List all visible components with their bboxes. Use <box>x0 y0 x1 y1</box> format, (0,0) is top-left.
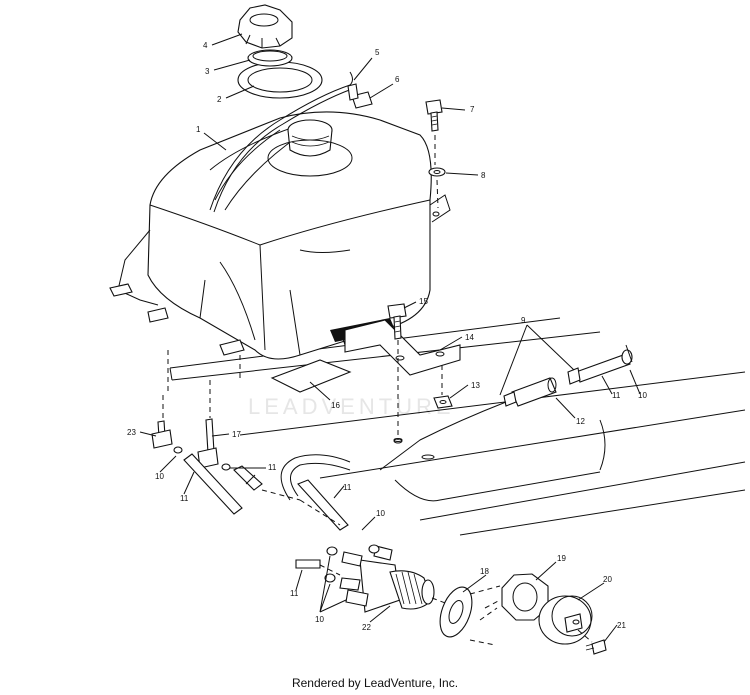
vent-fitting <box>347 83 373 109</box>
callout-2: 2 <box>217 95 222 104</box>
pad-16 <box>270 359 352 393</box>
callout-18: 18 <box>480 567 489 576</box>
washer-8 <box>428 167 446 209</box>
footer-credit: Rendered by LeadVenture, Inc. <box>291 676 459 690</box>
callout-9: 9 <box>521 316 526 325</box>
bolt-7 <box>425 99 443 165</box>
fuel-filter-12 <box>379 377 557 471</box>
callout-19: 19 <box>557 554 566 563</box>
hoses-11-left <box>183 453 351 569</box>
callout-22: 22 <box>362 623 371 632</box>
callout-7: 7 <box>470 105 475 114</box>
callout-4: 4 <box>203 41 208 50</box>
fuel-valve-22 <box>324 544 435 613</box>
hose-11-right <box>567 349 633 385</box>
callout-5: 5 <box>375 48 380 57</box>
callout-10: 10 <box>376 509 385 518</box>
callout-labels: 4 3 2 5 6 1 7 8 9 15 14 13 16 10 11 12 2… <box>127 41 647 632</box>
callout-3: 3 <box>205 67 210 76</box>
bracket-14 <box>344 319 461 376</box>
callout-11: 11 <box>180 494 189 503</box>
callout-11: 11 <box>343 483 352 492</box>
callout-20: 20 <box>603 575 612 584</box>
callout-8: 8 <box>481 171 486 180</box>
dash-links-right <box>469 607 498 646</box>
fitting-17 <box>197 380 231 471</box>
callout-16: 16 <box>331 401 340 410</box>
gas-cap-assembly <box>237 4 323 99</box>
callout-11: 11 <box>290 589 299 598</box>
fuel-tank <box>109 71 451 360</box>
leader-lines <box>139 33 641 643</box>
callout-6: 6 <box>395 75 400 84</box>
callout-13: 13 <box>471 381 480 390</box>
gasket-18 <box>431 585 501 638</box>
callout-10: 10 <box>315 615 324 624</box>
callout-1: 1 <box>196 125 201 134</box>
callout-21: 21 <box>617 621 626 630</box>
cap-20 <box>538 595 593 645</box>
callout-23: 23 <box>127 428 136 437</box>
nut-13 <box>433 365 453 409</box>
dash-links-left <box>167 350 341 576</box>
watermark: LEADVENTURE <box>248 394 455 419</box>
callout-17: 17 <box>232 430 241 439</box>
nut-19 <box>484 573 549 621</box>
callout-10: 10 <box>155 472 164 481</box>
screw-21 <box>577 629 607 655</box>
bolt-15 <box>387 303 407 444</box>
callout-12: 12 <box>576 417 585 426</box>
fitting-23 <box>151 395 183 454</box>
callout-11: 11 <box>268 463 277 472</box>
callout-10: 10 <box>638 391 647 400</box>
callout-11: 11 <box>612 391 621 400</box>
callout-15: 15 <box>419 297 428 306</box>
callout-14: 14 <box>465 333 474 342</box>
